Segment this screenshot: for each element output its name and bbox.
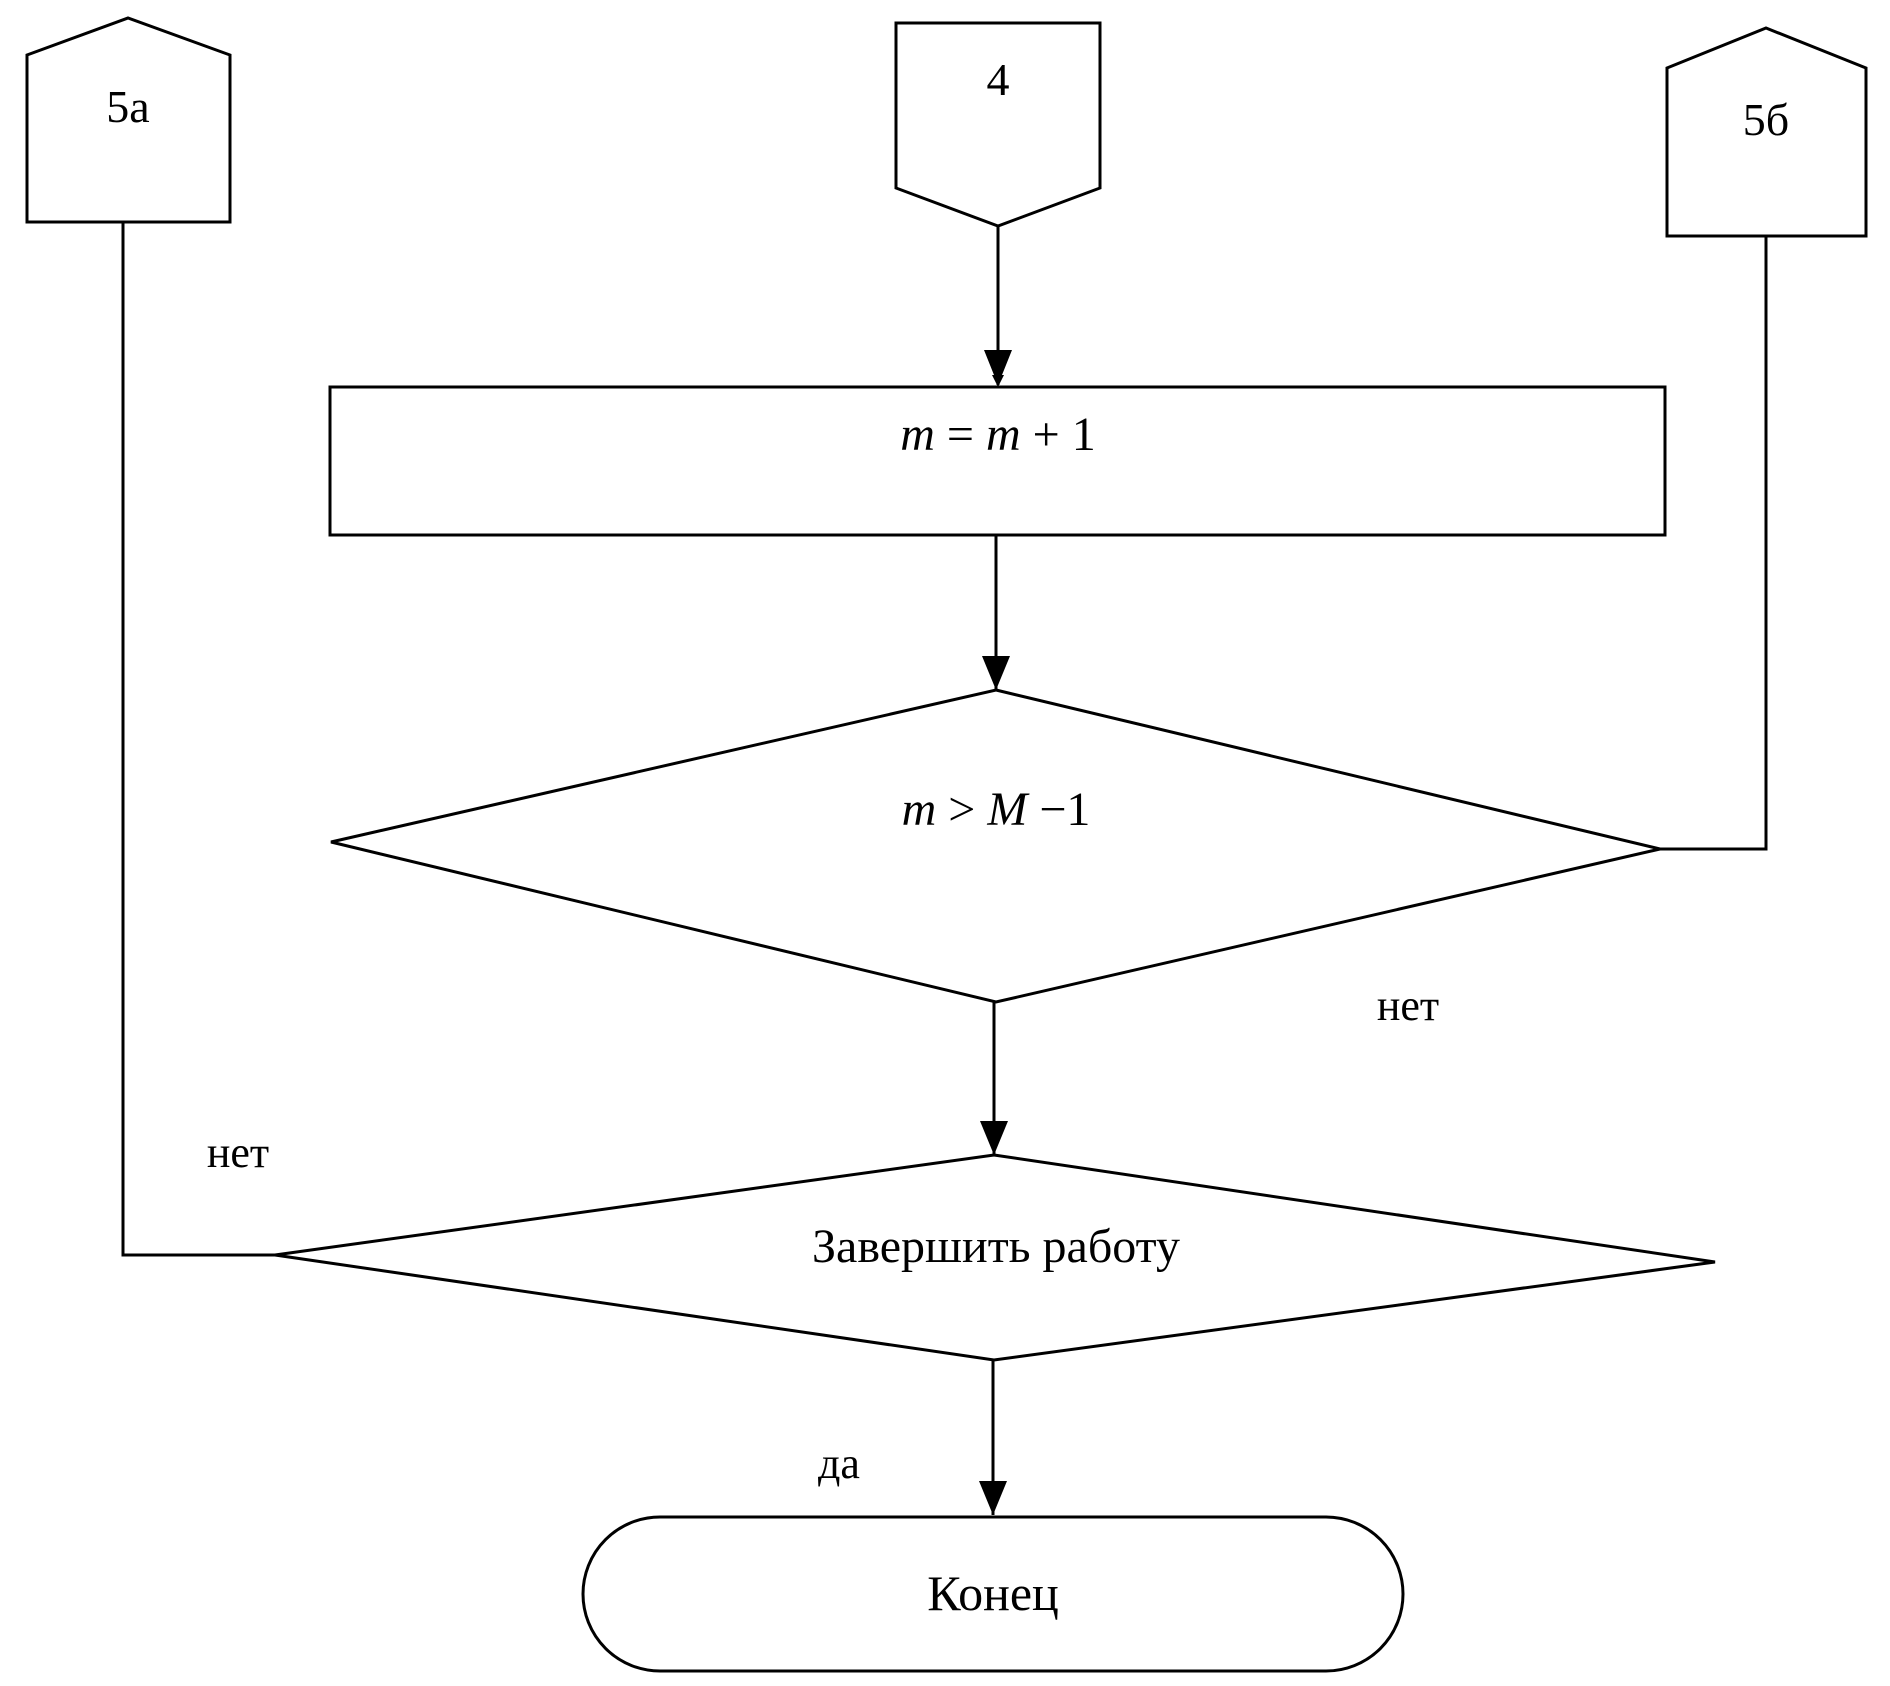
arrowhead-decision-finish <box>980 1121 1008 1155</box>
connector-5b: 5б <box>1667 28 1866 236</box>
line-decision-to-connector-5b <box>1660 236 1766 849</box>
terminal-text: Конец <box>927 1565 1059 1621</box>
decision-m-diamond <box>331 690 1660 1002</box>
decision-m-gt-M-minus-1: m > M −1 <box>331 690 1660 1002</box>
connector-5a-label: 5а <box>106 81 149 132</box>
process-expression: m = m + 1 <box>900 408 1096 461</box>
arrowhead-decision-m <box>982 656 1010 690</box>
connector-5a: 5а <box>27 18 230 222</box>
connector-5b-label: 5б <box>1743 94 1789 145</box>
decision-m-expression: m > M −1 <box>902 783 1091 836</box>
connector-4-label: 4 <box>987 54 1010 105</box>
connector-4: 4 <box>896 23 1100 226</box>
arrowhead-end <box>979 1481 1007 1515</box>
decision-finish-yes-label: да <box>818 1439 860 1488</box>
process-increment-m: m = m + 1 <box>330 387 1665 535</box>
decision-finish-text: Завершить работу <box>812 1220 1180 1273</box>
arrowhead-process <box>984 350 1012 385</box>
decision-m-no-label: нет <box>1377 981 1439 1030</box>
terminal-end: Конец <box>583 1517 1403 1671</box>
decision-finish-work: Завершить работу <box>275 1155 1715 1360</box>
decision-finish-no-label: нет <box>207 1128 269 1177</box>
line-finish-to-connector-5a <box>123 222 275 1255</box>
